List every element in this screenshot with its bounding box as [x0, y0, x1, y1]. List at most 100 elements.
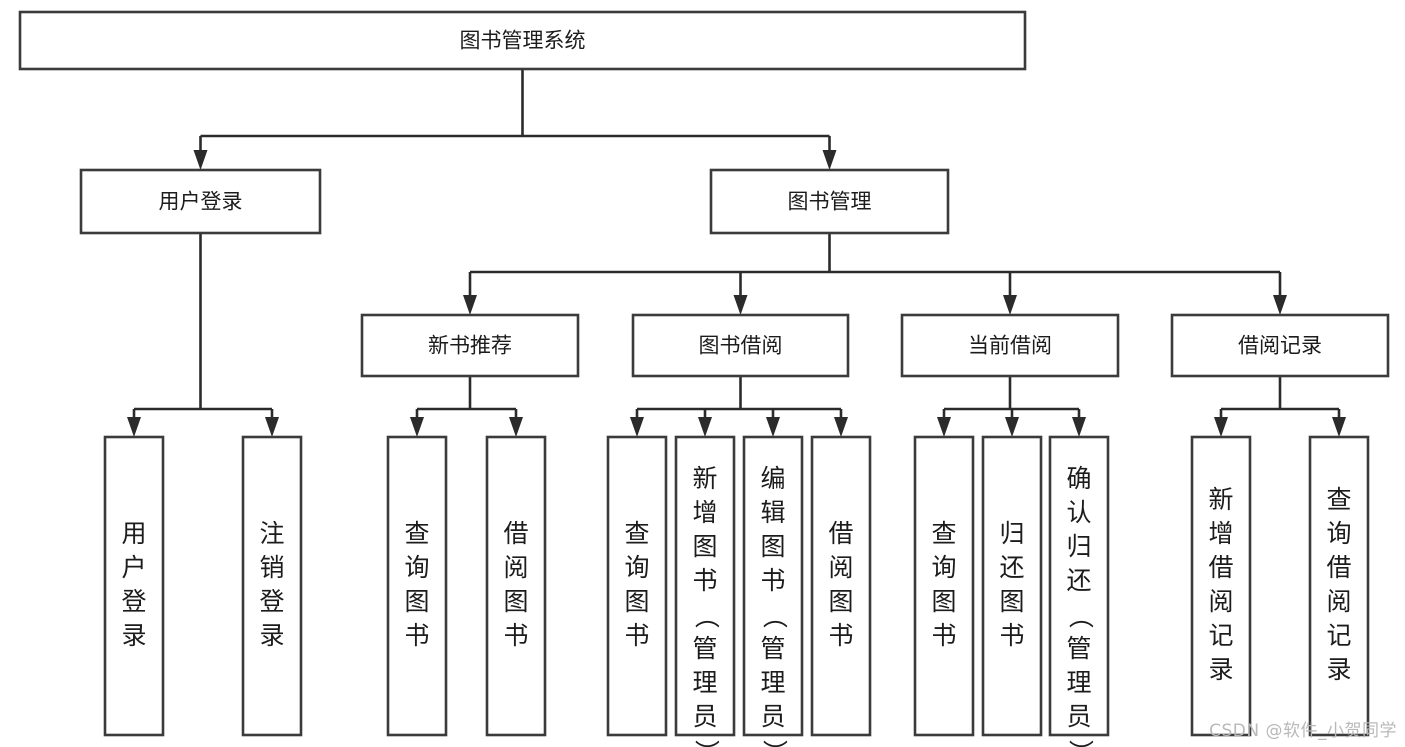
- svg-text:）: ）: [1066, 739, 1095, 747]
- svg-text:询: 询: [404, 553, 429, 582]
- svg-text:书: 书: [931, 621, 956, 650]
- connectors-layer: [127, 69, 1346, 437]
- svg-text:借: 借: [1326, 553, 1351, 582]
- svg-text:理: 理: [1066, 668, 1091, 697]
- svg-text:借: 借: [828, 519, 853, 548]
- svg-text:理: 理: [692, 668, 717, 697]
- svg-text:还: 还: [1066, 566, 1091, 595]
- node-current-borrow-label: 当前借阅: [968, 334, 1052, 358]
- svg-text:用: 用: [121, 519, 146, 548]
- svg-text:认: 认: [1066, 498, 1091, 527]
- node-new-book-recommend[interactable]: 新书推荐: [360, 313, 580, 378]
- svg-text:询: 询: [931, 553, 956, 582]
- node-borrow-record-label: 借阅记录: [1238, 334, 1322, 358]
- node-book-borrow[interactable]: 图书借阅: [631, 313, 850, 378]
- svg-text:查: 查: [404, 519, 429, 548]
- svg-text:录: 录: [1208, 655, 1233, 684]
- svg-text:阅: 阅: [828, 553, 853, 582]
- svg-text:新: 新: [692, 464, 717, 493]
- node-leaf-user_login-0-label: 用户登录: [121, 519, 146, 650]
- svg-text:员: 员: [692, 702, 717, 731]
- node-book-manage-label: 图书管理: [788, 190, 872, 214]
- svg-text:询: 询: [1326, 519, 1351, 548]
- svg-text:阅: 阅: [1326, 587, 1351, 616]
- svg-text:查: 查: [931, 519, 956, 548]
- node-borrow-record[interactable]: 借阅记录: [1170, 313, 1390, 378]
- svg-text:询: 询: [624, 553, 649, 582]
- svg-text:书: 书: [404, 621, 429, 650]
- svg-text:图: 图: [404, 587, 429, 616]
- svg-text:书: 书: [624, 621, 649, 650]
- svg-text:登: 登: [259, 587, 284, 616]
- node-book-manage[interactable]: 图书管理: [709, 168, 950, 235]
- node-leaf-user_login-0[interactable]: 用户登录: [103, 435, 165, 737]
- node-current-borrow[interactable]: 当前借阅: [900, 313, 1120, 378]
- svg-text:记: 记: [1326, 621, 1351, 650]
- svg-text:书: 书: [692, 566, 717, 595]
- svg-text:户: 户: [121, 553, 146, 582]
- svg-text:借: 借: [1208, 553, 1233, 582]
- svg-text:图: 图: [760, 532, 785, 561]
- svg-text:图: 图: [999, 587, 1024, 616]
- svg-text:记: 记: [1208, 621, 1233, 650]
- svg-text:管: 管: [692, 634, 717, 663]
- svg-text:员: 员: [1066, 702, 1091, 731]
- node-new-book-recommend-label: 新书推荐: [428, 334, 512, 358]
- svg-text:录: 录: [259, 621, 284, 650]
- csdn-watermark: CSDN @软件_小贺同学: [1209, 721, 1397, 741]
- svg-text:登: 登: [121, 587, 146, 616]
- svg-text:归: 归: [1066, 532, 1091, 561]
- svg-text:编: 编: [760, 464, 785, 493]
- svg-text:图: 图: [931, 587, 956, 616]
- svg-text:书: 书: [828, 621, 853, 650]
- svg-text:还: 还: [999, 553, 1024, 582]
- svg-text:查: 查: [1326, 485, 1351, 514]
- svg-text:（: （: [1066, 603, 1095, 628]
- svg-text:（: （: [760, 603, 789, 628]
- svg-text:书: 书: [999, 621, 1024, 650]
- svg-text:查: 查: [624, 519, 649, 548]
- svg-text:销: 销: [259, 553, 284, 582]
- svg-text:管: 管: [1066, 634, 1091, 663]
- svg-text:阅: 阅: [503, 553, 528, 582]
- node-root-system[interactable]: 图书管理系统: [18, 10, 1027, 71]
- svg-text:归: 归: [999, 519, 1024, 548]
- svg-text:增: 增: [692, 498, 717, 527]
- svg-text:管: 管: [760, 634, 785, 663]
- svg-text:（: （: [692, 603, 721, 628]
- svg-text:阅: 阅: [1208, 587, 1233, 616]
- svg-text:图: 图: [828, 587, 853, 616]
- svg-text:录: 录: [121, 621, 146, 650]
- svg-text:辑: 辑: [760, 498, 785, 527]
- svg-text:理: 理: [760, 668, 785, 697]
- svg-text:书: 书: [760, 566, 785, 595]
- node-root-system-label: 图书管理系统: [460, 29, 586, 53]
- node-book-borrow-label: 图书借阅: [699, 334, 783, 358]
- node-user-login[interactable]: 用户登录: [79, 168, 322, 235]
